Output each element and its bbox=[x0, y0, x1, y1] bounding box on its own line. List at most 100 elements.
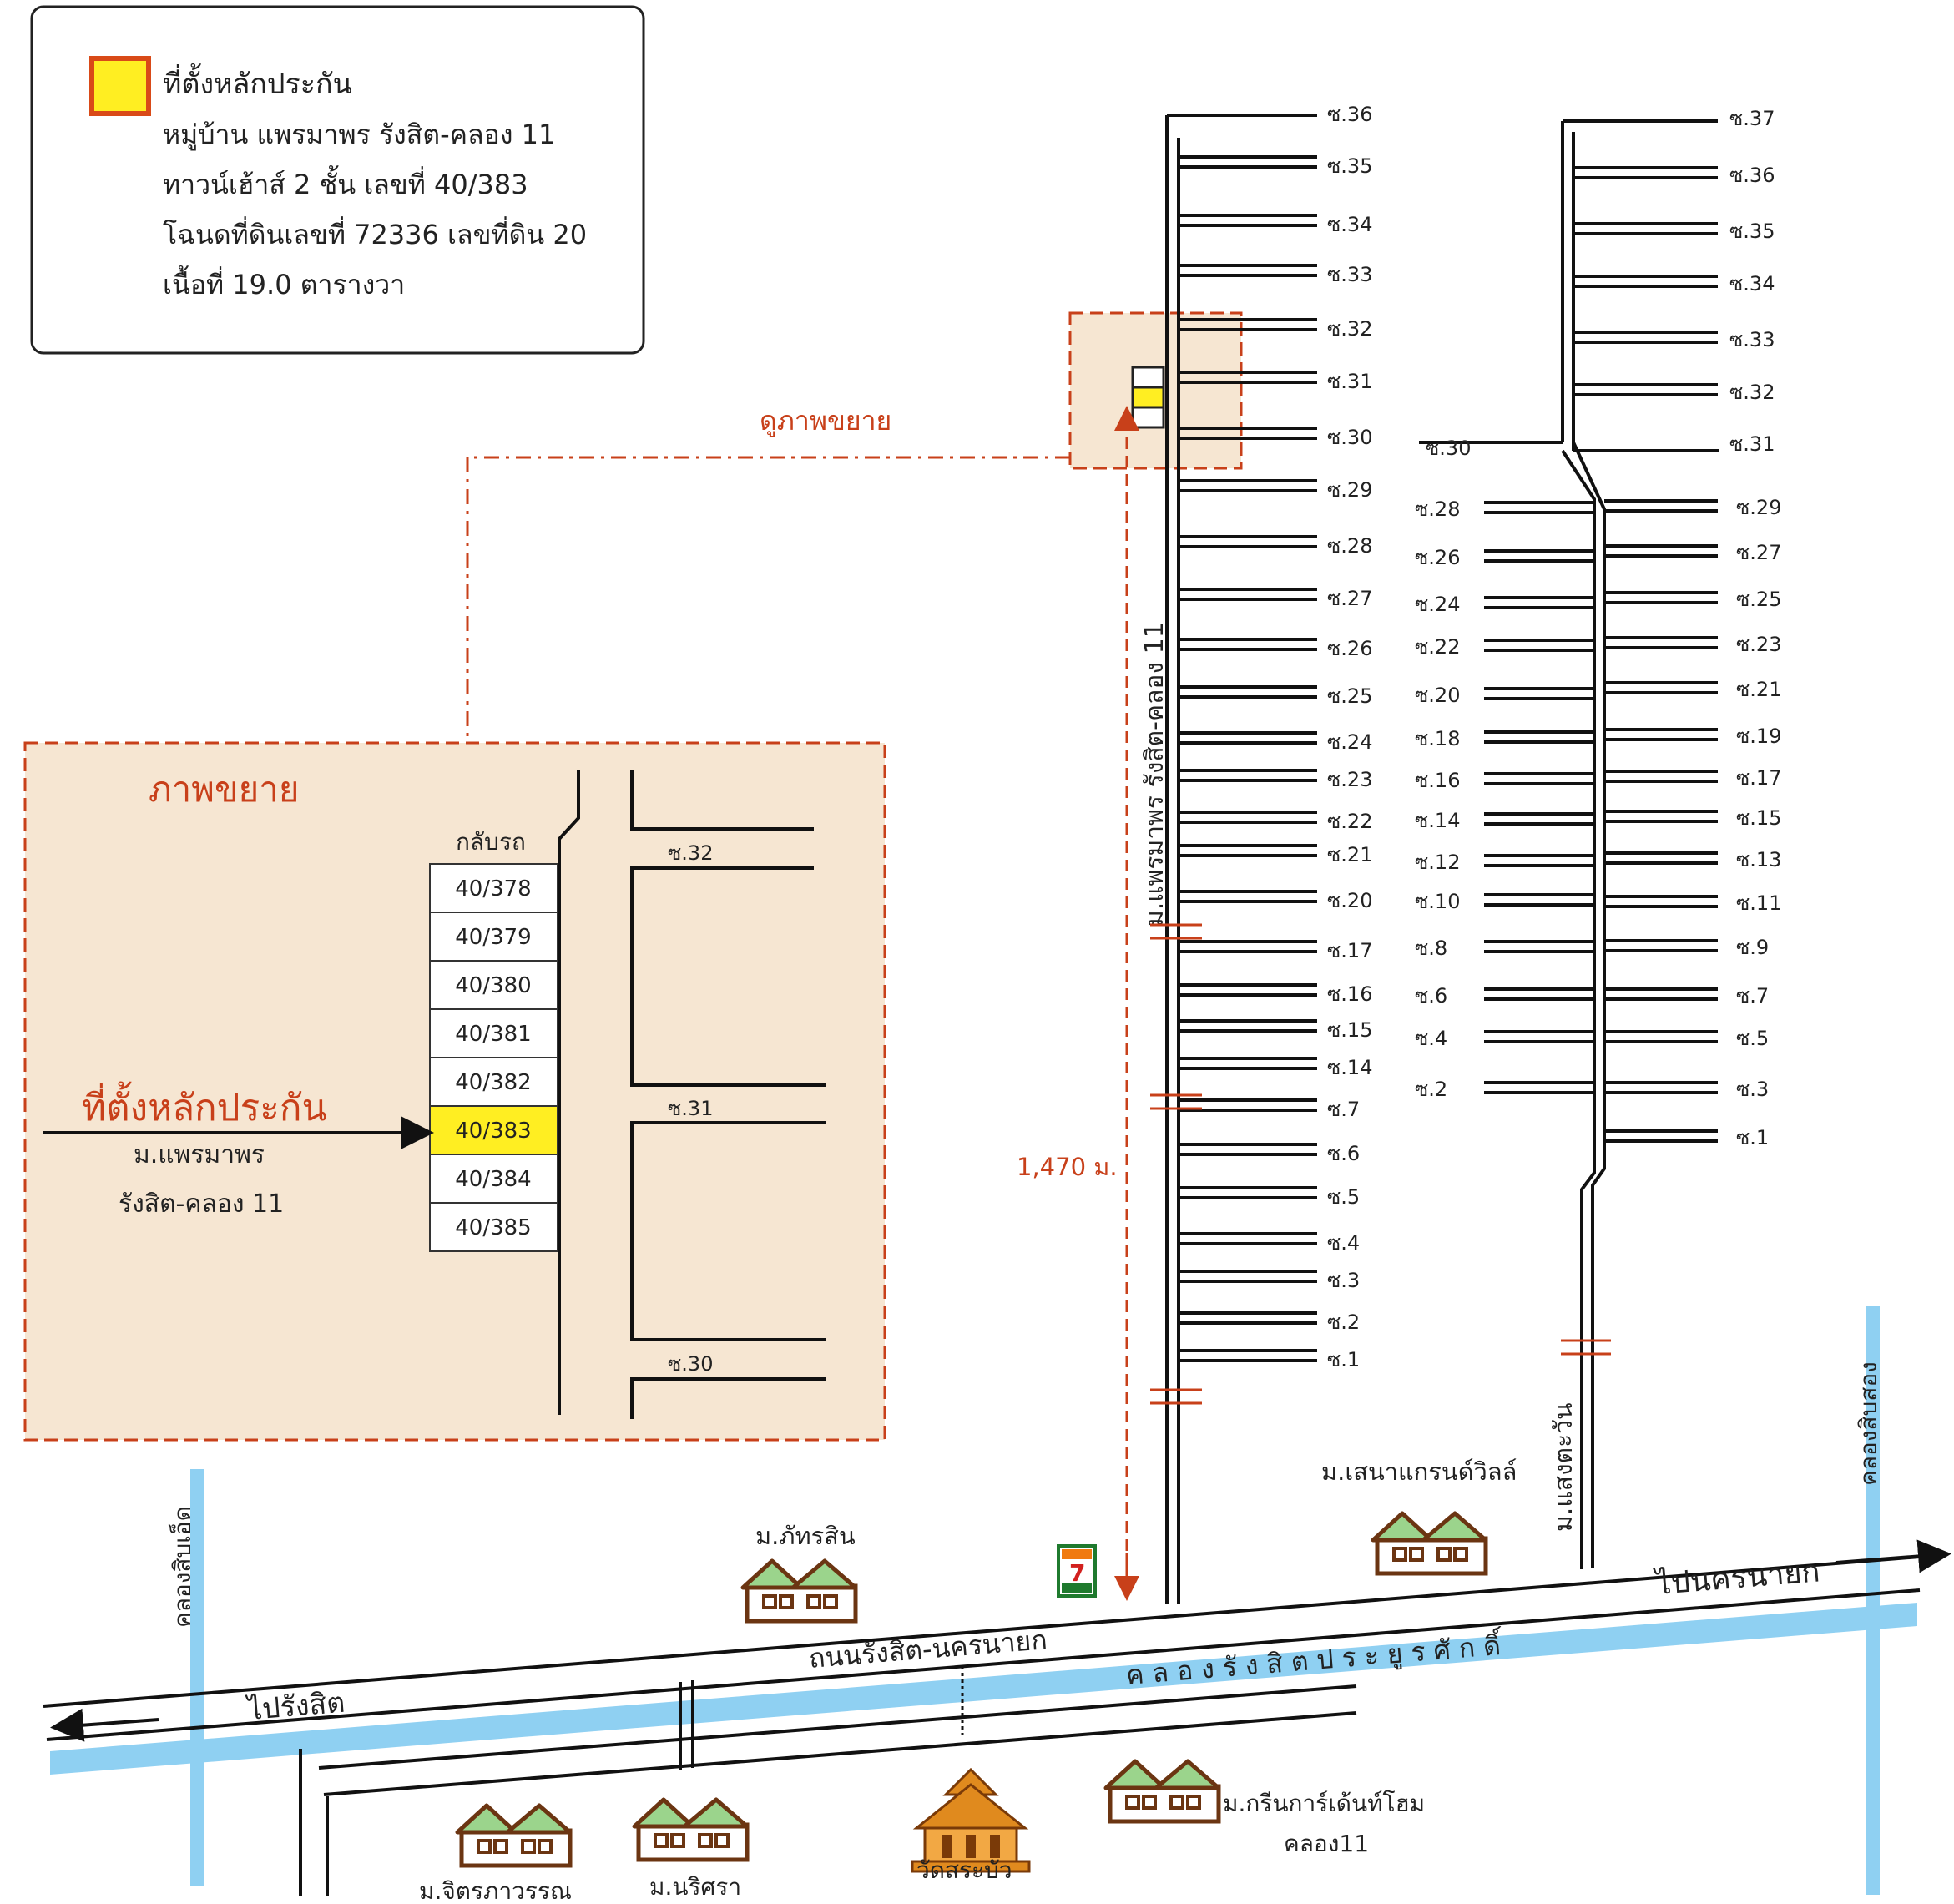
inset-zoom: ภาพขยาย ซ.32 ซ.31 ซ.30 กลับรถ 40/37840/3… bbox=[23, 741, 886, 1442]
soi-label-b-right: ซ.32 bbox=[1729, 381, 1775, 404]
legend-village: หมู่บ้าน แพรมาพร รังสิต-คลอง 11 bbox=[163, 119, 555, 151]
plot-box bbox=[429, 960, 558, 1010]
inset-village-line2: รังสิต-คลอง 11 bbox=[119, 1189, 284, 1219]
location-label: ที่ตั้งหลักประกัน bbox=[82, 1081, 327, 1129]
inset-title: ภาพขยาย bbox=[149, 769, 299, 810]
soi-label-a: ซ.3 bbox=[1327, 1269, 1360, 1292]
soi-label-a: ซ.34 bbox=[1327, 213, 1372, 236]
jitraphawan-house-icon bbox=[457, 1806, 570, 1866]
soi-label-b-right: ซ.1 bbox=[1736, 1126, 1769, 1149]
soi-label-a: ซ.32 bbox=[1327, 317, 1372, 341]
soi-label-a: ซ.6 bbox=[1327, 1142, 1360, 1165]
temple-icon bbox=[911, 1767, 1031, 1873]
soi-label-a: ซ.24 bbox=[1327, 730, 1372, 754]
collateral-marker bbox=[1131, 386, 1165, 409]
soi-label-b-right: ซ.31 bbox=[1729, 432, 1775, 456]
canal-right-label: คลองสิบสอง bbox=[1855, 1361, 1882, 1486]
soi-label-a: ซ.5 bbox=[1327, 1185, 1360, 1209]
soi-label-b-right: ซ.37 bbox=[1729, 107, 1775, 130]
soi-label-a: ซ.36 bbox=[1327, 103, 1372, 126]
legend-area: เนื้อที่ 19.0 ตารางวา bbox=[163, 265, 405, 300]
canals bbox=[50, 1306, 1917, 1895]
soi-label-b-right: ซ.33 bbox=[1729, 328, 1775, 351]
soi-label-b-left: ซ.26 bbox=[1415, 546, 1460, 569]
to-rangsit-label: ไปรังสิต bbox=[245, 1686, 346, 1727]
soi-label-a: ซ.23 bbox=[1327, 768, 1372, 791]
soi-label-b-right: ซ.7 bbox=[1736, 984, 1769, 1008]
soi-label-a: ซ.21 bbox=[1327, 843, 1372, 866]
jitraphawan-label: ม.จิตรภาวรรณ bbox=[419, 1877, 572, 1904]
distance-label: 1,470 ม. bbox=[1017, 1153, 1118, 1181]
plot-box bbox=[429, 863, 558, 913]
soi-label-a: ซ.33 bbox=[1327, 263, 1372, 286]
inset-soi-30: ซ.30 bbox=[668, 1352, 713, 1376]
soi-label-b-right: ซ.13 bbox=[1736, 848, 1781, 871]
sena-house-icon bbox=[1373, 1513, 1486, 1573]
temple-label: วัดสระบัว bbox=[916, 1856, 1012, 1884]
plot-label: 40/380 bbox=[455, 973, 531, 998]
soi-label-b-left: ซ.2 bbox=[1415, 1078, 1447, 1101]
soi-label-b-right: ซ.21 bbox=[1736, 678, 1781, 701]
soi-label-b-left: ซ.4 bbox=[1415, 1027, 1447, 1050]
soi-label-b-left: ซ.8 bbox=[1415, 937, 1447, 960]
soi-label-a: ซ.30 bbox=[1327, 426, 1372, 449]
soi-label-b-right: ซ.17 bbox=[1736, 766, 1781, 790]
soi-label-a: ซ.27 bbox=[1327, 587, 1372, 610]
plot-box bbox=[429, 1202, 558, 1252]
village-a-name: ม.แพรมาพร รังสิต-คลอง 11 bbox=[1140, 622, 1169, 927]
soi-label-b-right: ซ.11 bbox=[1736, 891, 1781, 915]
plot-label: 40/384 bbox=[455, 1167, 531, 1192]
soi-label-a: ซ.29 bbox=[1327, 478, 1372, 502]
legend-deed: โฉนดที่ดินเลขที่ 72336 เลขที่ดิน 20 bbox=[163, 216, 587, 250]
soi-label-b-left: ซ.16 bbox=[1415, 769, 1460, 792]
plot-list: 40/37840/37940/38040/38140/38240/38340/3… bbox=[429, 863, 558, 1252]
legend-house: ทาวน์เฮ้าส์ 2 ชั้น เลขที่ 40/383 bbox=[163, 165, 528, 200]
inset-village-line1: ม.แพรมาพร bbox=[134, 1140, 265, 1169]
phattharasin-label: ม.ภัทรสิน bbox=[755, 1522, 856, 1550]
inset-soi-32: ซ.32 bbox=[668, 841, 713, 865]
soi-label-a: ซ.35 bbox=[1327, 154, 1372, 178]
main-road bbox=[43, 1539, 1951, 1896]
soi-label-a: ซ.22 bbox=[1327, 810, 1372, 833]
soi-label-b-left: ซ.22 bbox=[1415, 635, 1460, 659]
soi-label-b-right: ซ.29 bbox=[1736, 496, 1781, 519]
turnaround-label: กลับรถ bbox=[456, 828, 526, 856]
soi-label-a: ซ.28 bbox=[1327, 534, 1372, 558]
plot-label: 40/379 bbox=[455, 925, 531, 950]
soi-label-a: ซ.1 bbox=[1327, 1348, 1360, 1371]
legend-box: ที่ตั้งหลักประกัน หมู่บ้าน แพรมาพร รังสิ… bbox=[30, 5, 645, 355]
soi-label-b-left: ซ.24 bbox=[1415, 593, 1460, 616]
green-garden-house-icon bbox=[1106, 1761, 1219, 1821]
soi-label-b-right: ซ.5 bbox=[1736, 1027, 1769, 1050]
plot-label: 40/385 bbox=[455, 1215, 531, 1240]
zoom-callout: ดูภาพขยาย 1,470 ม. bbox=[466, 311, 1243, 1601]
green-garden-label-2: คลอง11 bbox=[1284, 1830, 1369, 1857]
soi-label-b-right: ซ.35 bbox=[1729, 220, 1775, 243]
soi-label-b-left: ซ.18 bbox=[1415, 727, 1460, 750]
soi-label-a: ซ.26 bbox=[1327, 637, 1372, 660]
soi-label-b-right: ซ.36 bbox=[1729, 164, 1775, 187]
svg-text:7: 7 bbox=[1069, 1559, 1085, 1587]
soi-label-a: ซ.4 bbox=[1327, 1231, 1360, 1255]
soi-label-b-right: ซ.25 bbox=[1736, 588, 1781, 611]
soi-label-b-left: ซ.20 bbox=[1415, 684, 1460, 707]
village-b-name: ม.แสงตะวัน bbox=[1549, 1402, 1578, 1532]
soi-label-a: ซ.20 bbox=[1327, 889, 1372, 912]
plot-label: 40/378 bbox=[455, 876, 531, 901]
to-nakhon-nayok-label: ไปนครนายก bbox=[1652, 1553, 1820, 1602]
soi-label-b-left: ซ.28 bbox=[1415, 497, 1460, 521]
soi-label-b-right: ซ.27 bbox=[1736, 541, 1781, 564]
soi-label-a: ซ.25 bbox=[1327, 684, 1372, 708]
legend-marker-icon bbox=[89, 56, 151, 116]
plot-label: 40/381 bbox=[455, 1022, 531, 1047]
soi-label-b-right: ซ.19 bbox=[1736, 725, 1781, 748]
soi-label-b-right: ซ.3 bbox=[1736, 1078, 1769, 1101]
plot-label: 40/382 bbox=[455, 1070, 531, 1095]
canal-main-label: คลองรังสิตประยูรศักดิ์ bbox=[1124, 1625, 1510, 1692]
narisara-label: ม.นริศรา bbox=[649, 1873, 741, 1901]
soi-label-b-left: ซ.30 bbox=[1426, 437, 1471, 460]
soi-label-a: ซ.2 bbox=[1327, 1311, 1360, 1334]
soi-label-b-right: ซ.9 bbox=[1736, 936, 1769, 959]
soi-label-a: ซ.7 bbox=[1327, 1098, 1360, 1121]
